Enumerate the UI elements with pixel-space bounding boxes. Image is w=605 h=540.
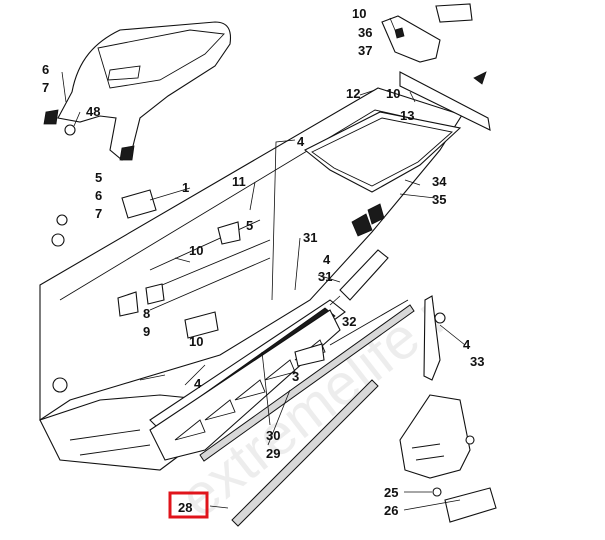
callout-36: 36	[358, 25, 372, 40]
callout-8: 8	[143, 306, 150, 321]
callout-37: 37	[358, 43, 372, 58]
callout-29: 29	[266, 446, 280, 461]
callout-25: 25	[384, 485, 398, 500]
callout-3: 3	[292, 369, 299, 384]
callout-10: 10	[386, 86, 400, 101]
callout-4: 4	[463, 337, 471, 352]
callout-32: 32	[342, 314, 356, 329]
callout-10: 10	[352, 6, 366, 21]
callout-5: 5	[95, 170, 102, 185]
callout-numbers: 6 7 48 5 6 7 1 11 5 10 8 9 4 10 36 37 12…	[42, 6, 484, 518]
callout-12: 12	[346, 86, 360, 101]
leader-lines	[61, 17, 466, 511]
callout-10: 10	[189, 334, 203, 349]
direction-arrow-icon	[473, 71, 487, 85]
callout-5: 5	[246, 218, 253, 233]
callout-7: 7	[42, 80, 49, 95]
callout-11: 11	[232, 174, 246, 189]
callout-13: 13	[400, 108, 414, 123]
highlight-box	[168, 491, 209, 519]
callout-31: 31	[318, 269, 332, 284]
callout-4: 4	[194, 376, 202, 391]
front-bracket	[381, 3, 491, 131]
footrest-assembly	[399, 394, 497, 523]
callout-6: 6	[95, 188, 102, 203]
running-board-rail	[149, 299, 346, 461]
tunnel-chassis	[39, 87, 463, 471]
callout-1: 1	[182, 180, 189, 195]
callout-34: 34	[432, 174, 447, 189]
callout-4: 4	[323, 252, 331, 267]
callout-6: 6	[42, 62, 49, 77]
callout-48: 48	[86, 104, 100, 119]
callout-28: 28	[178, 500, 192, 515]
callout-30: 30	[266, 428, 280, 443]
side-brackets	[339, 249, 441, 381]
support-rods	[199, 299, 415, 527]
callout-26: 26	[384, 503, 398, 518]
hardware	[51, 189, 475, 497]
callout-10: 10	[189, 243, 203, 258]
callout-31: 31	[303, 230, 317, 245]
callout-4: 4	[297, 134, 305, 149]
callout-33: 33	[470, 354, 484, 369]
callout-7: 7	[95, 206, 102, 221]
seat-assembly	[43, 21, 232, 161]
seat-washer	[64, 124, 76, 136]
callout-9: 9	[143, 324, 150, 339]
callout-35: 35	[432, 192, 446, 207]
